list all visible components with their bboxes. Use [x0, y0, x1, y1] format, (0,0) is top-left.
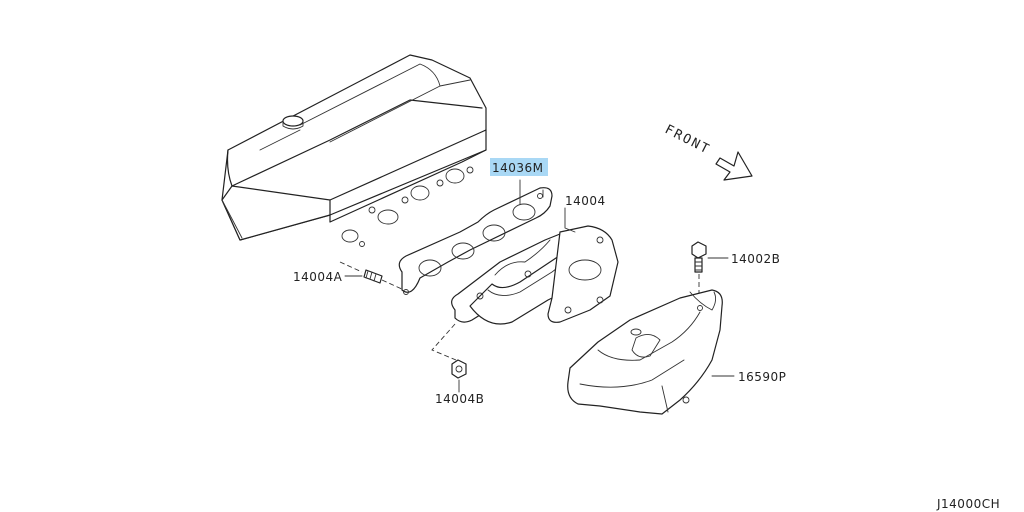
part-label-14004B[interactable]: 14004B	[435, 392, 484, 406]
nut-drawing	[431, 323, 467, 379]
part-label-14004A[interactable]: 14004A	[293, 270, 343, 284]
part-label-14036M[interactable]: 14036M	[492, 161, 544, 175]
leader-lines	[344, 179, 735, 393]
part-label-14004[interactable]: 14004	[565, 194, 606, 208]
engine-head-drawing	[221, 54, 487, 247]
front-arrow-icon	[715, 151, 753, 181]
bolt-drawing	[691, 241, 707, 304]
part-label-16590P[interactable]: 16590P	[738, 370, 786, 384]
heat-shield-drawing	[567, 289, 723, 415]
stud-drawing	[339, 261, 405, 291]
reference-code: J14000CH	[936, 497, 1000, 511]
front-label: FRONT	[662, 122, 713, 158]
exhaust-manifold-drawing	[451, 225, 619, 325]
part-label-14002B[interactable]: 14002B	[731, 252, 780, 266]
manifold-gasket-drawing	[398, 187, 553, 295]
front-indicator: FRONT	[662, 122, 753, 181]
part-label-14036M-highlight	[490, 158, 548, 176]
